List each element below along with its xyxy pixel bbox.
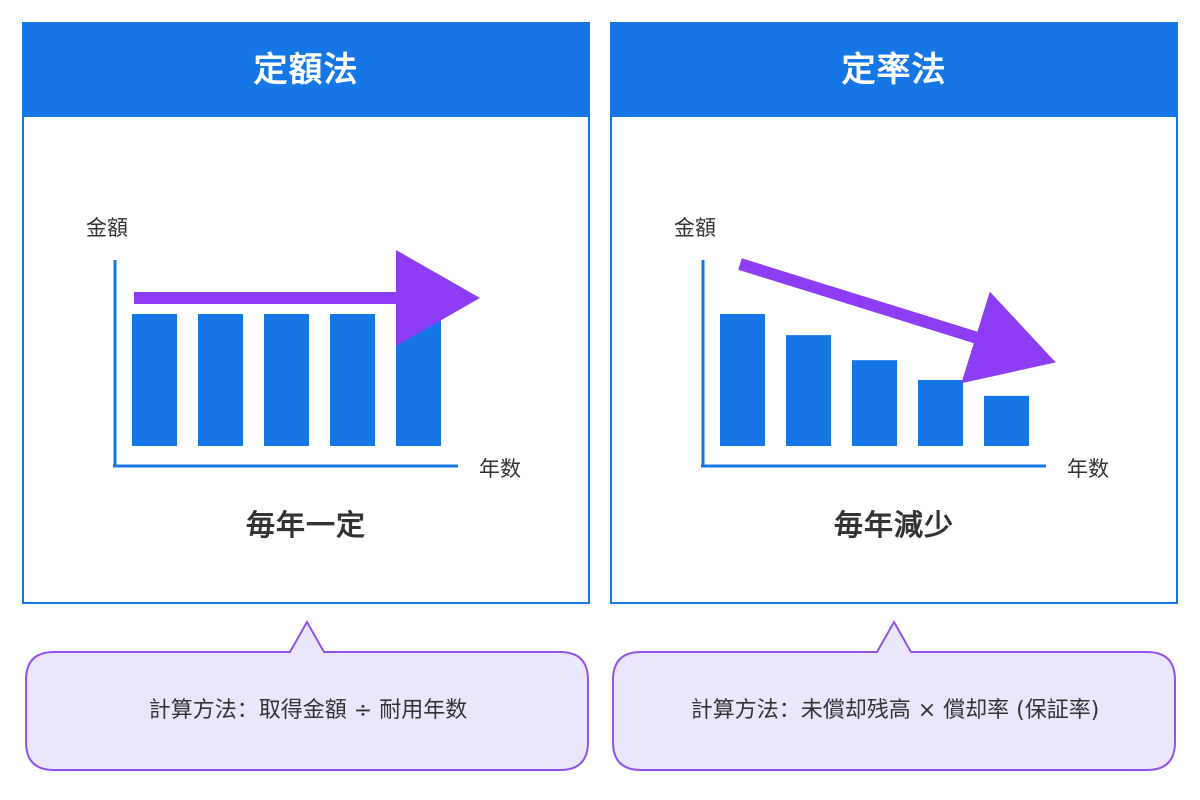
y-axis-label: 金額 — [674, 216, 716, 240]
bar-year-2 — [198, 314, 243, 446]
bar-year-4 — [918, 380, 963, 446]
bubble-shape — [612, 619, 1176, 771]
panel-title: 定率法 — [612, 24, 1176, 117]
bar-year-5 — [984, 395, 1029, 446]
formula-text: 計算方法：取得金額 ÷ 耐用年数 — [148, 698, 468, 723]
declining-balance-chart: 金額 年数 — [674, 216, 1109, 481]
x-axis-label: 年数 — [479, 457, 521, 481]
bubble-shape — [25, 619, 589, 771]
formula-bubble — [612, 619, 1176, 771]
bar-year-2 — [786, 335, 831, 446]
bar-group — [132, 314, 441, 446]
bar-year-5 — [396, 314, 441, 446]
formula-text: 計算方法：未償却残高 × 償却率 (保証率) — [690, 698, 1100, 723]
bar-group — [720, 314, 1029, 446]
declining-balance-method-panel: 定率法 金額 年数 毎年減少 — [610, 22, 1178, 604]
trend-arrow — [738, 258, 1056, 384]
straight-line-chart: 金額 年数 — [86, 216, 521, 481]
y-axis-label: 金額 — [86, 216, 128, 240]
panel-title: 定額法 — [24, 24, 588, 117]
panel-caption: 毎年減少 — [833, 508, 954, 542]
x-axis-label: 年数 — [1067, 457, 1109, 481]
bar-year-1 — [132, 314, 177, 446]
straight-line-method-panel: 定額法 金額 年数 毎年一定 — [22, 22, 590, 604]
bar-year-3 — [852, 360, 897, 446]
formula-bubble — [25, 619, 589, 771]
panel-caption: 毎年一定 — [245, 508, 366, 542]
bar-year-4 — [330, 314, 375, 446]
bar-year-3 — [264, 314, 309, 446]
bar-year-1 — [720, 314, 765, 446]
